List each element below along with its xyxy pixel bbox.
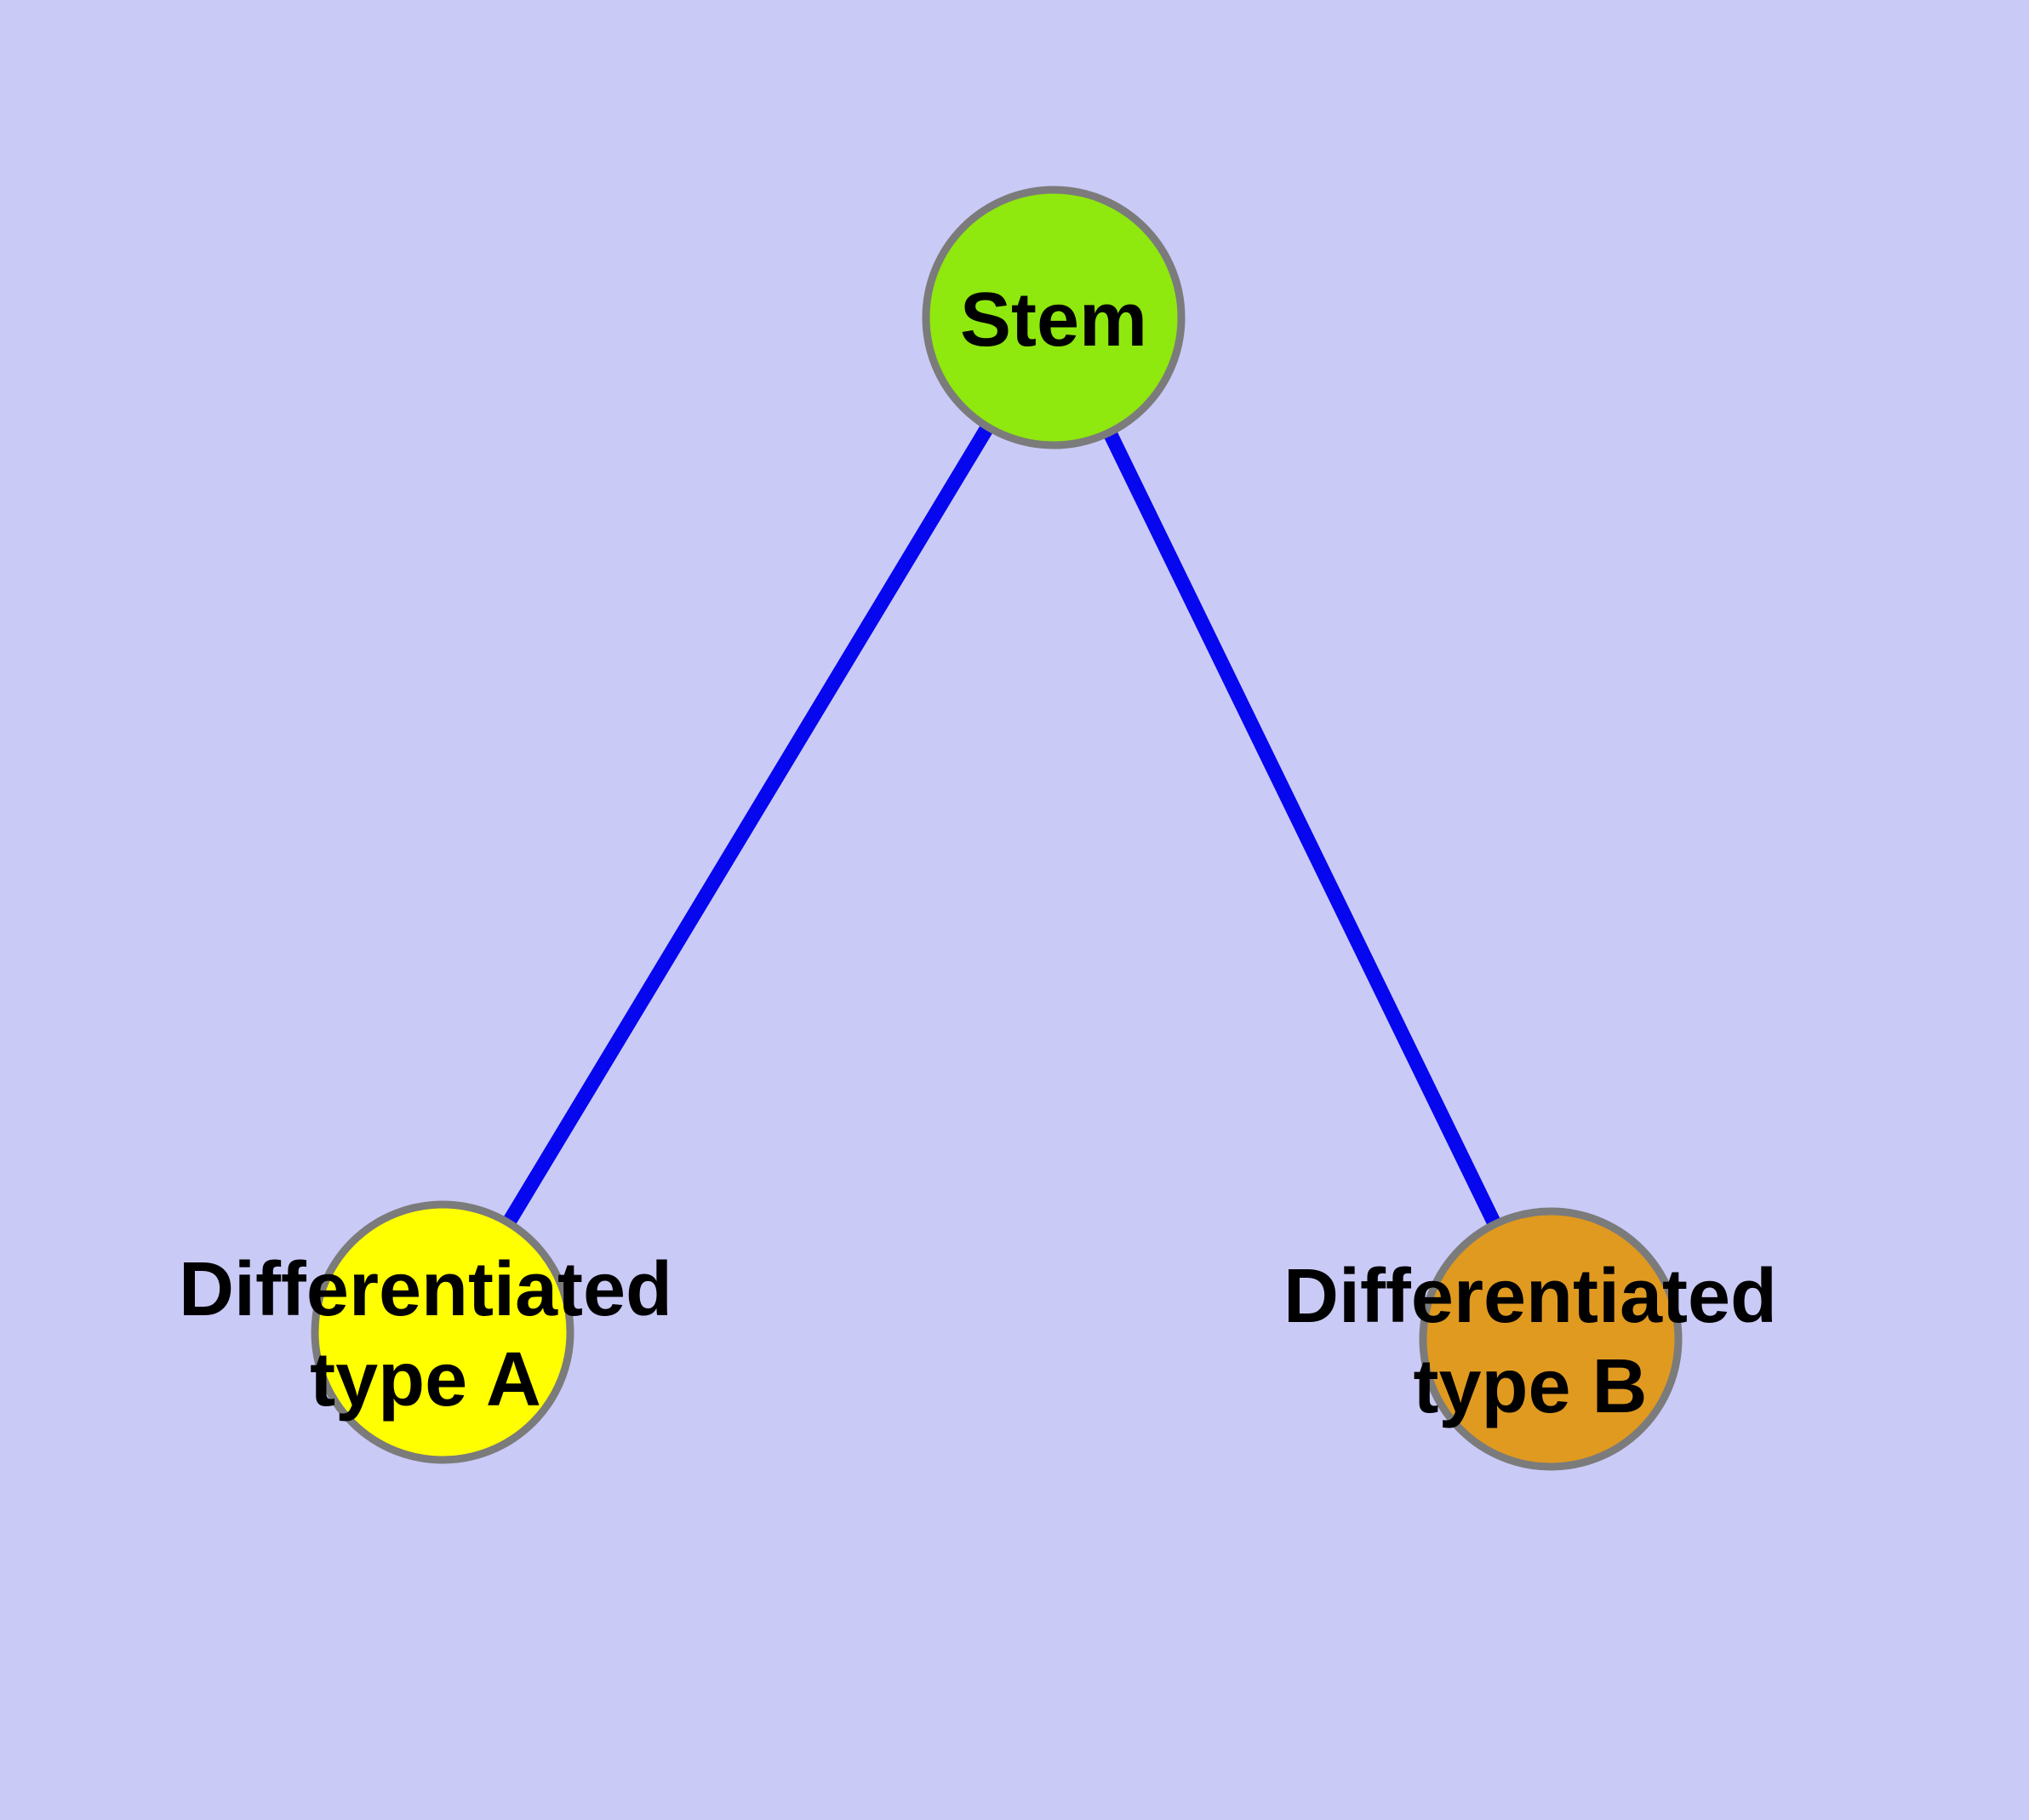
node-label-line: Differentiated <box>179 1247 672 1332</box>
edge-stem-to-differentiated-type-b <box>1047 314 1557 1342</box>
node-label-stem: Stem <box>960 278 1147 363</box>
node-label-line: Differentiated <box>1283 1254 1777 1339</box>
node-label-line: Stem <box>960 278 1147 363</box>
node-label-line: type A <box>310 1337 541 1422</box>
nodes-layer <box>311 186 1683 1471</box>
node-differentiated-type-b <box>1419 1207 1683 1471</box>
edge-stem-to-differentiated-type-a <box>436 313 1060 1336</box>
node-differentiated-type-a <box>311 1200 574 1464</box>
node-stem <box>922 186 1186 449</box>
edges-layer <box>436 313 1557 1342</box>
node-label-line: type B <box>1413 1344 1647 1429</box>
